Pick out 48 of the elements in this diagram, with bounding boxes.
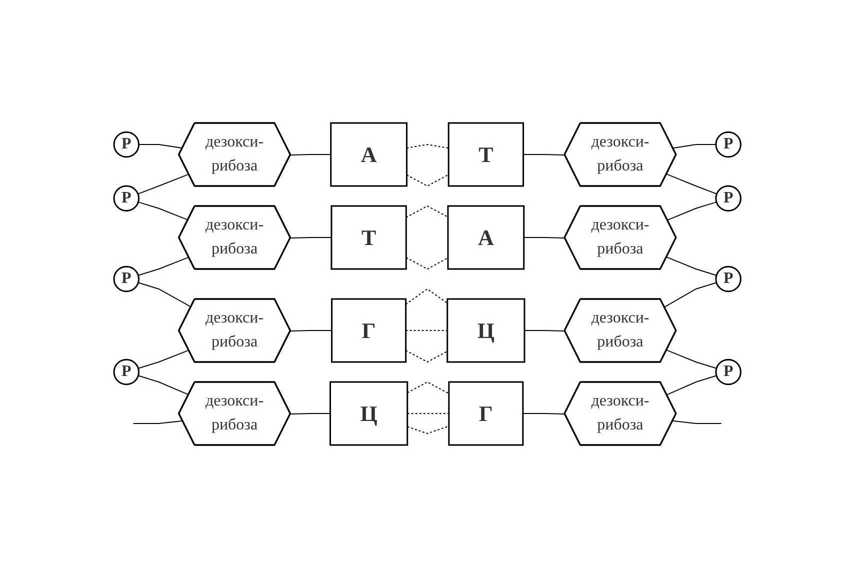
connector [672, 144, 716, 148]
node-circle: Р [112, 184, 140, 212]
connector [666, 349, 717, 368]
connector [666, 256, 717, 276]
connector [672, 420, 722, 424]
connector [664, 282, 717, 308]
connector [290, 236, 332, 238]
connector [406, 174, 449, 186]
connector [138, 144, 183, 148]
node-circle: Р [714, 130, 742, 158]
connector [522, 412, 566, 414]
node-box: Г [448, 380, 524, 446]
connector [137, 282, 192, 308]
node-box: А [330, 122, 408, 186]
node-circle: Р [714, 265, 742, 292]
connector [137, 173, 190, 194]
connector [524, 330, 566, 331]
connector [406, 144, 449, 148]
node-circle: Р [112, 130, 140, 158]
node-circle: Р [714, 184, 742, 212]
connector [404, 349, 448, 362]
connector [406, 425, 450, 434]
node-circle: Р [112, 358, 140, 385]
node-box: А [446, 204, 524, 270]
node-box: Т [447, 122, 524, 186]
connector [137, 374, 190, 395]
connector [405, 204, 448, 218]
node-box: Ц [446, 298, 525, 362]
connector [290, 412, 330, 414]
connector [405, 256, 448, 270]
connector [290, 154, 331, 155]
connector [522, 154, 566, 155]
connector [137, 349, 190, 368]
connector [137, 201, 188, 220]
connector [666, 173, 717, 194]
connector [406, 412, 450, 414]
connector [666, 201, 717, 220]
connector [290, 330, 332, 331]
node-circle: Р [112, 265, 140, 292]
connector [523, 236, 566, 238]
connector [132, 420, 183, 424]
node-box: Ц [329, 380, 408, 446]
node-box: Т [330, 204, 407, 270]
connector [406, 380, 450, 394]
connector [137, 256, 190, 276]
node-box: Г [330, 298, 406, 362]
connector [666, 374, 717, 395]
node-circle: Р [714, 358, 742, 385]
